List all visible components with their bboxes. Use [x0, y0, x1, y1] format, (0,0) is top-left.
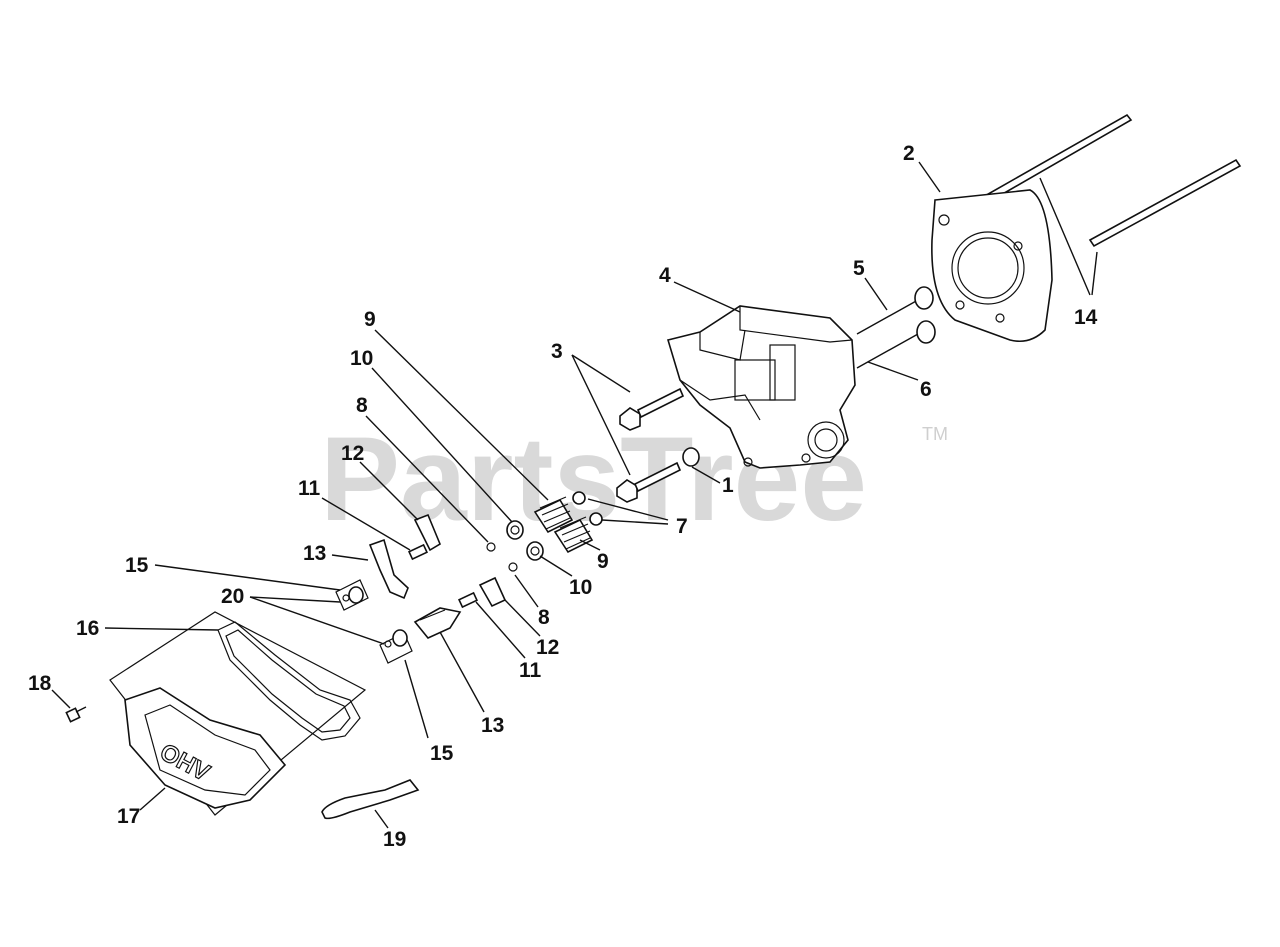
- valve-keepers: [572, 491, 603, 526]
- cover-screw: [65, 706, 87, 723]
- exhaust-valve: [856, 320, 936, 369]
- callout-14: 14: [1074, 306, 1098, 329]
- callout-17: 17: [117, 805, 140, 828]
- callout-11-upper: 11: [298, 477, 321, 500]
- callout-15-lower: 15: [430, 742, 454, 765]
- push-rods: [981, 113, 1242, 248]
- callout-5: 5: [853, 257, 865, 280]
- callout-16: 16: [76, 617, 99, 640]
- intake-valve: [856, 286, 934, 335]
- callout-10-lower: 10: [569, 576, 592, 599]
- callout-12-lower: 12: [536, 636, 559, 659]
- callout-8-lower: 8: [538, 606, 550, 629]
- callout-labels: 1 2 3 4 5 6 7 8 8 9 9 10 10 11 11 12 12 …: [28, 142, 1098, 851]
- callout-19: 19: [383, 828, 406, 851]
- callout-9-lower: 9: [597, 550, 609, 573]
- adjuster-nuts: [342, 594, 392, 648]
- callout-13-upper: 13: [303, 542, 326, 565]
- cylinder-head: [666, 305, 856, 469]
- callout-15-upper: 15: [125, 554, 149, 577]
- callout-20: 20: [221, 585, 244, 608]
- callout-1: 1: [722, 474, 734, 497]
- valve-clips: [486, 542, 518, 572]
- rocker-studs: [407, 543, 479, 609]
- callout-13-lower: 13: [481, 714, 504, 737]
- callout-10-upper: 10: [350, 347, 373, 370]
- callout-11-lower: 11: [519, 659, 542, 682]
- head-bolts: [616, 387, 685, 503]
- callout-12-upper: 12: [341, 442, 364, 465]
- head-gasket: [931, 189, 1053, 343]
- callout-4: 4: [659, 264, 671, 287]
- rocker-pivots: [335, 579, 413, 664]
- callout-8-upper: 8: [356, 394, 368, 417]
- breather-tube: [321, 779, 420, 820]
- callout-7: 7: [676, 515, 688, 538]
- valve-cover: OHV: [109, 611, 367, 816]
- washer: [682, 447, 700, 467]
- callout-9-upper: 9: [364, 308, 376, 331]
- leader-lines: [51, 161, 1098, 829]
- callout-2: 2: [903, 142, 915, 165]
- rocker-arms: [368, 538, 462, 639]
- valve-cover-gasket: [217, 621, 361, 741]
- callout-18: 18: [28, 672, 52, 695]
- callout-3: 3: [551, 340, 563, 363]
- spring-retainers: [506, 520, 544, 561]
- valve-springs: [533, 496, 594, 554]
- watermark-trademark: TM: [922, 424, 948, 444]
- callout-6: 6: [920, 378, 932, 401]
